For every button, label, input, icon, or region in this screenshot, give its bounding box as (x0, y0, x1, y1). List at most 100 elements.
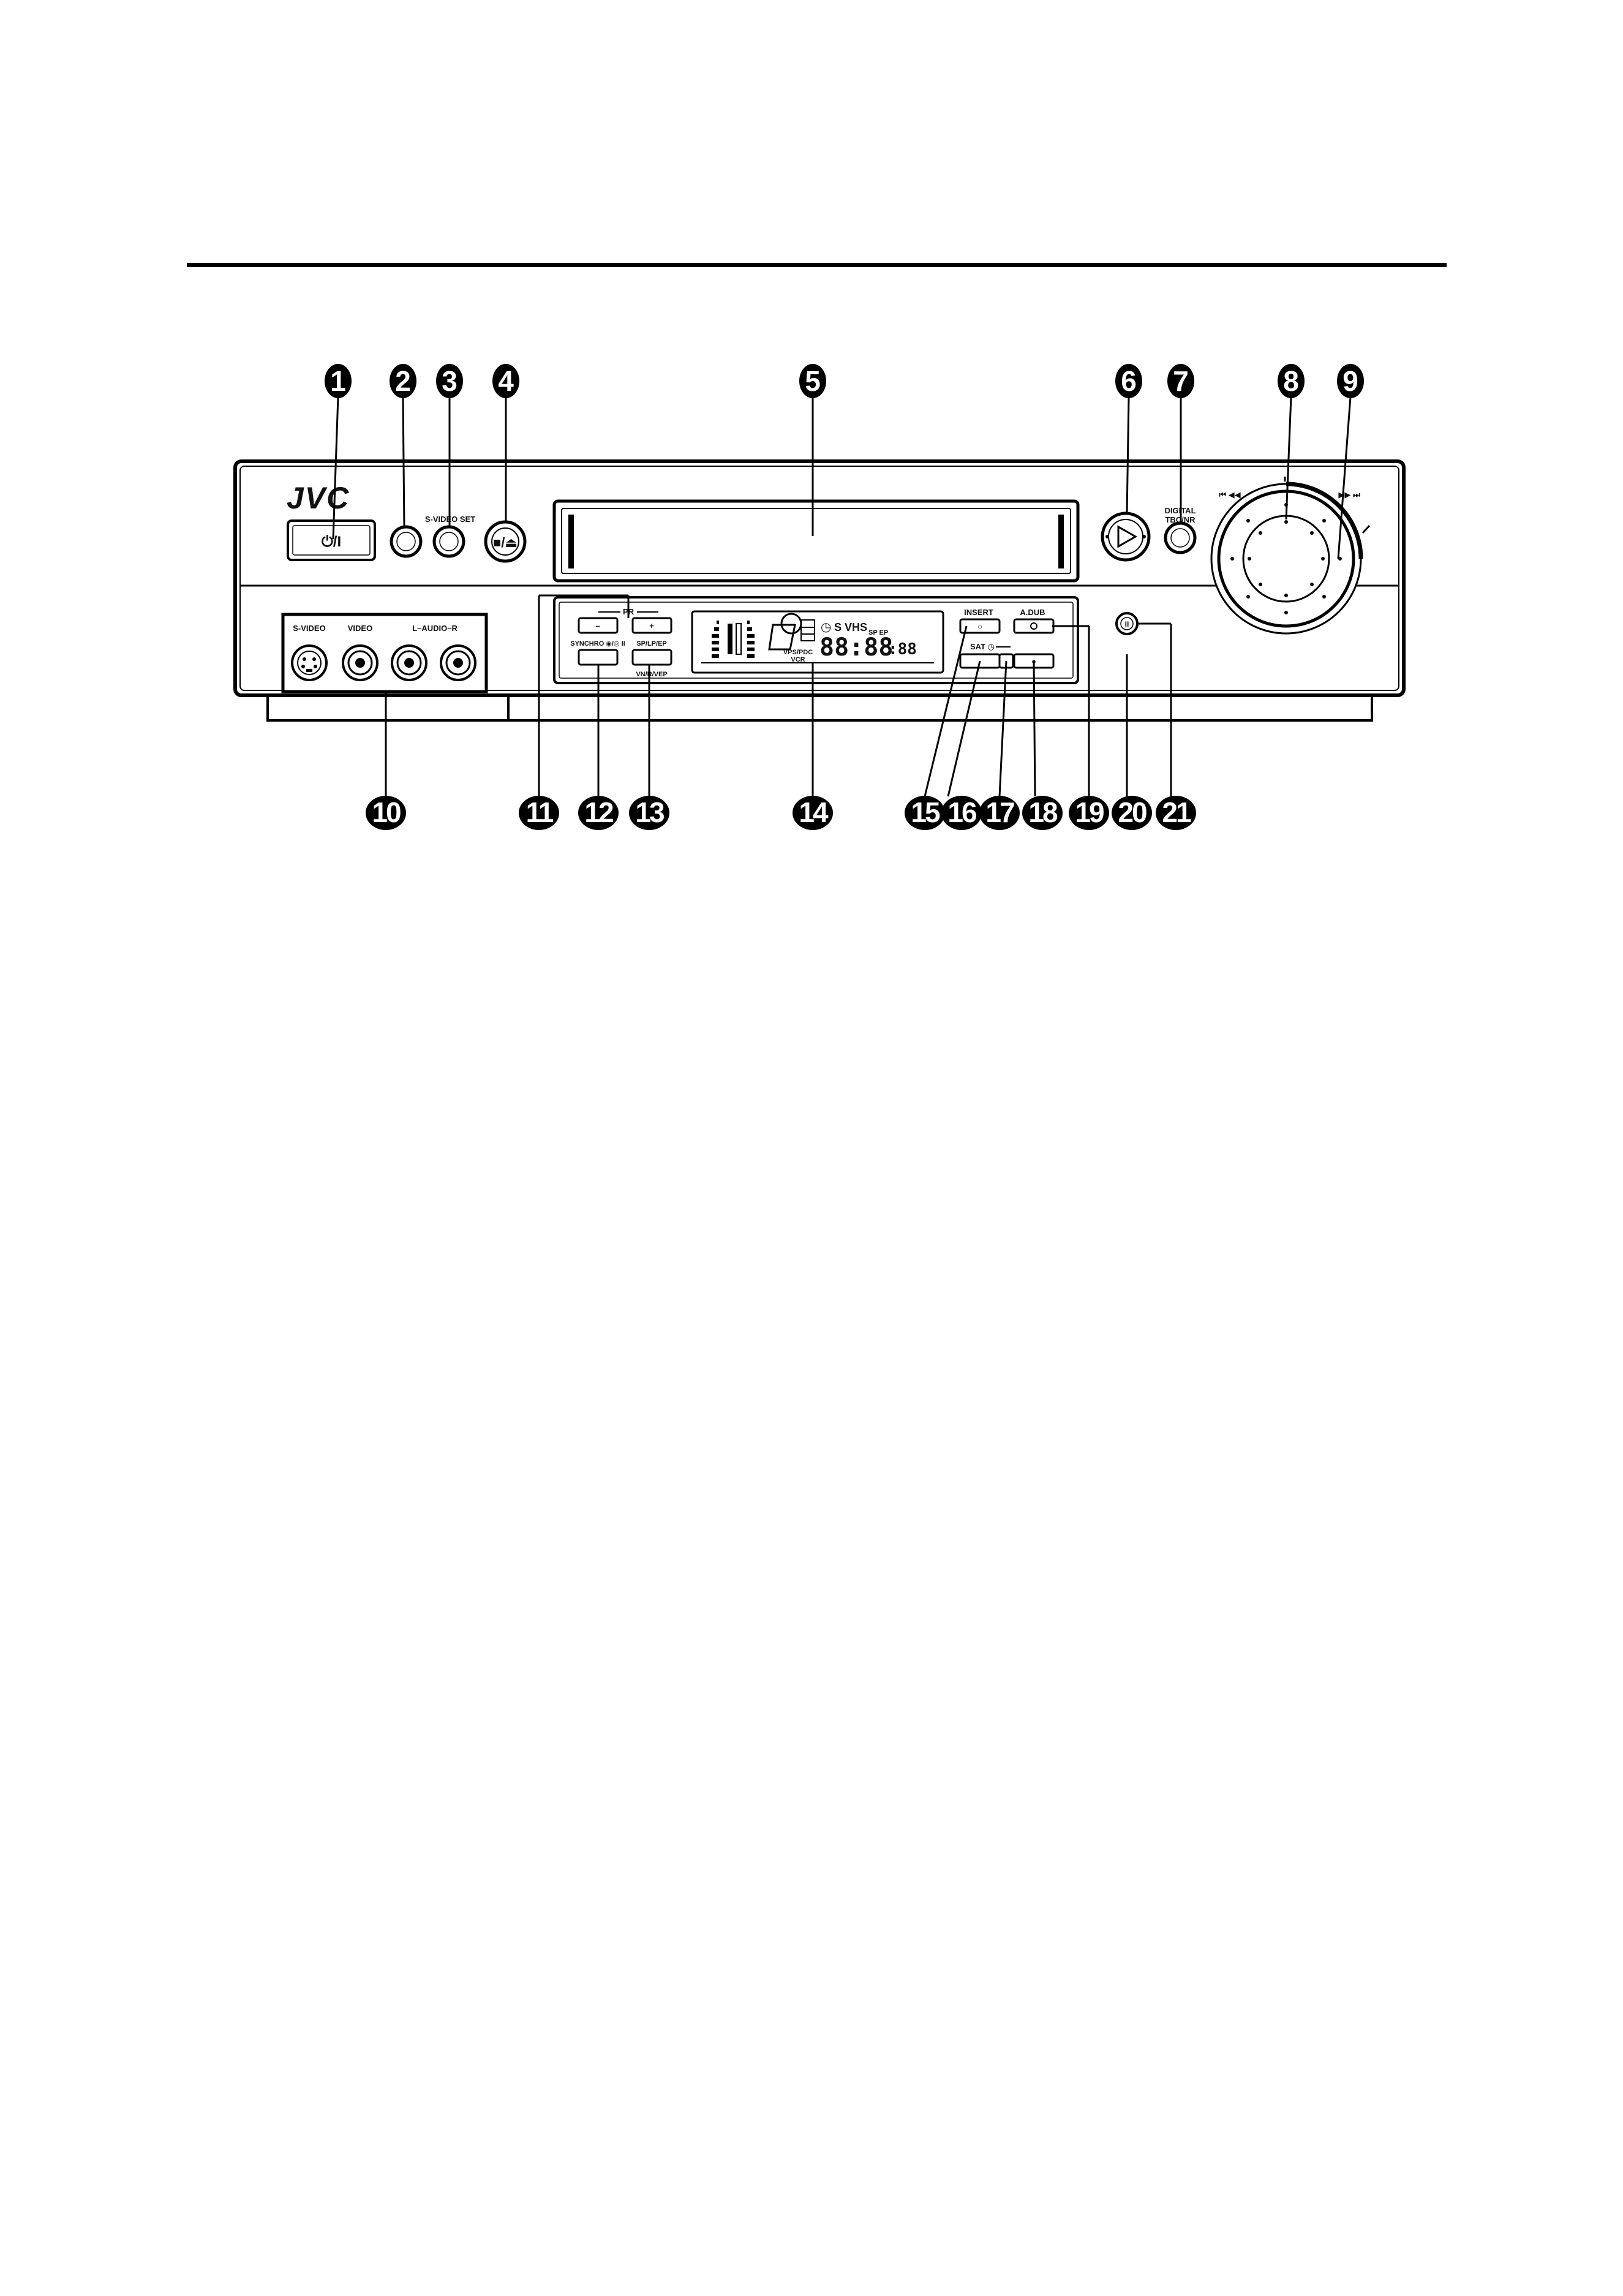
audio-left-jack[interactable] (391, 644, 427, 681)
channel-indicator (728, 623, 742, 655)
vnr-label: VN/R/VEP (636, 671, 667, 678)
dial-dot (1310, 531, 1314, 535)
sp-lp-ep-button[interactable] (631, 649, 672, 666)
dial-dot (1284, 520, 1288, 524)
video-jack[interactable] (342, 644, 378, 681)
digital-tbc-button[interactable] (1164, 521, 1197, 554)
pr-minus-button[interactable]: – (578, 617, 619, 634)
pause-button[interactable]: II (1115, 612, 1139, 635)
svg-text:18: 18 (1028, 796, 1058, 828)
forward-skip-label: ▶▶ ⏭ (1338, 490, 1360, 499)
callout-2: 2 (390, 364, 416, 398)
svg-text:12: 12 (584, 796, 613, 828)
shuttle-dot (1246, 595, 1250, 599)
jog-dial[interactable] (1230, 503, 1342, 614)
timer-indicator: ◷ (821, 621, 831, 634)
shuttle-dot (1230, 557, 1234, 561)
callout-9: 9 (1337, 364, 1364, 398)
svg-text:20: 20 (1118, 796, 1147, 828)
button-2[interactable] (390, 525, 423, 558)
callout-8: 8 (1278, 364, 1305, 398)
callout-16: 16 (941, 796, 982, 830)
adub-button[interactable] (1013, 618, 1055, 634)
insert-icon: ○ (977, 622, 982, 631)
callout-17: 17 (979, 796, 1020, 830)
sat-label: SAT ◷ (970, 642, 995, 651)
svg-text:21: 21 (1162, 796, 1191, 828)
video-jack-label: VIDEO (348, 624, 372, 633)
dial-dot (1248, 557, 1251, 561)
pr-plus-button[interactable]: + (631, 617, 672, 634)
callout-6: 6 (1115, 364, 1142, 398)
callout-18: 18 (1022, 796, 1063, 830)
pause-icon: II (1125, 620, 1129, 629)
synchro-label: SYNCHRO ◉/◎ II (570, 640, 625, 648)
callout-15: 15 (905, 796, 945, 830)
adub-label: A.DUB (1020, 608, 1045, 617)
stop-eject-icon: ■/⏏ (493, 535, 518, 550)
callout-12: 12 (578, 796, 619, 830)
callout-10: 10 (366, 796, 406, 830)
insert-label: INSERT (964, 608, 993, 617)
svideo-jack[interactable] (291, 644, 328, 681)
leader-lines (332, 396, 1352, 797)
shuttle-dot (1322, 519, 1326, 523)
dial-dot (1321, 557, 1325, 561)
vcr-indicator: VCR (791, 656, 805, 663)
sp-ep-indicator: SP EP (868, 629, 888, 636)
display-window: VPS/PDC VCR ◷ S VHS SP EP 88:88 :88 (691, 610, 944, 674)
svg-text:11: 11 (526, 796, 554, 828)
shuttle-dot (1322, 595, 1326, 599)
svg-text:5: 5 (805, 365, 821, 397)
dial-dot (1259, 583, 1262, 586)
callout-7: 7 (1167, 364, 1194, 398)
callout-1: 1 (325, 364, 352, 398)
svg-text:19: 19 (1075, 796, 1104, 828)
sp-lp-ep-label: SP/LP/EP (636, 640, 667, 648)
callout-19: 19 (1069, 796, 1109, 830)
power-button[interactable]: ⏻/I (287, 519, 376, 561)
svg-text:10: 10 (372, 796, 401, 828)
svg-text:4: 4 (498, 365, 514, 397)
dial-dot (1259, 531, 1262, 535)
svhs-indicator: S VHS (834, 621, 867, 633)
callout-21: 21 (1156, 796, 1196, 830)
svg-text:1: 1 (330, 365, 346, 397)
vcr-base-left (266, 692, 510, 722)
callout-20: 20 (1112, 796, 1152, 830)
svg-text:6: 6 (1121, 365, 1137, 397)
audio-right-jack[interactable] (440, 644, 476, 681)
play-icon (1117, 525, 1138, 548)
power-icon: ⏻/I (322, 534, 341, 550)
svg-text:3: 3 (442, 365, 458, 397)
play-button[interactable] (1101, 512, 1151, 562)
vps-pdc-indicator: VPS/PDC (783, 649, 813, 656)
shuttle-dot (1284, 611, 1288, 614)
jvc-logo: JVC (287, 481, 350, 515)
small-digits: :88 (888, 640, 917, 659)
shuttle-dot (1246, 519, 1250, 523)
callout-11: 11 (519, 796, 559, 830)
callout-markers: 1 2 3 4 5 6 7 8 9 10 11 12 13 14 15 (325, 364, 1364, 830)
synchro-button[interactable] (578, 649, 619, 666)
tape-icon (768, 613, 815, 651)
callout-5: 5 (799, 364, 826, 398)
audio-jack-label: L–AUDIO–R (412, 624, 458, 633)
callout-4: 4 (492, 364, 519, 398)
insert-button[interactable]: ○ (959, 618, 1001, 634)
callout-13: 13 (629, 796, 669, 830)
stop-eject-button[interactable]: ■/⏏ (484, 520, 527, 563)
vcr-base-right (507, 692, 1373, 722)
main-digits: 88:88 (819, 633, 893, 662)
header-rule (187, 263, 1447, 267)
cassette-slot[interactable] (552, 499, 1080, 583)
dial-dot (1310, 583, 1314, 586)
svg-text:16: 16 (947, 796, 976, 828)
svg-text:9: 9 (1342, 365, 1358, 397)
svg-text:8: 8 (1283, 365, 1299, 397)
svideo-set-button[interactable] (432, 525, 465, 558)
svg-text:2: 2 (395, 365, 411, 397)
callout-3: 3 (436, 364, 463, 398)
dial-dot (1284, 594, 1288, 597)
